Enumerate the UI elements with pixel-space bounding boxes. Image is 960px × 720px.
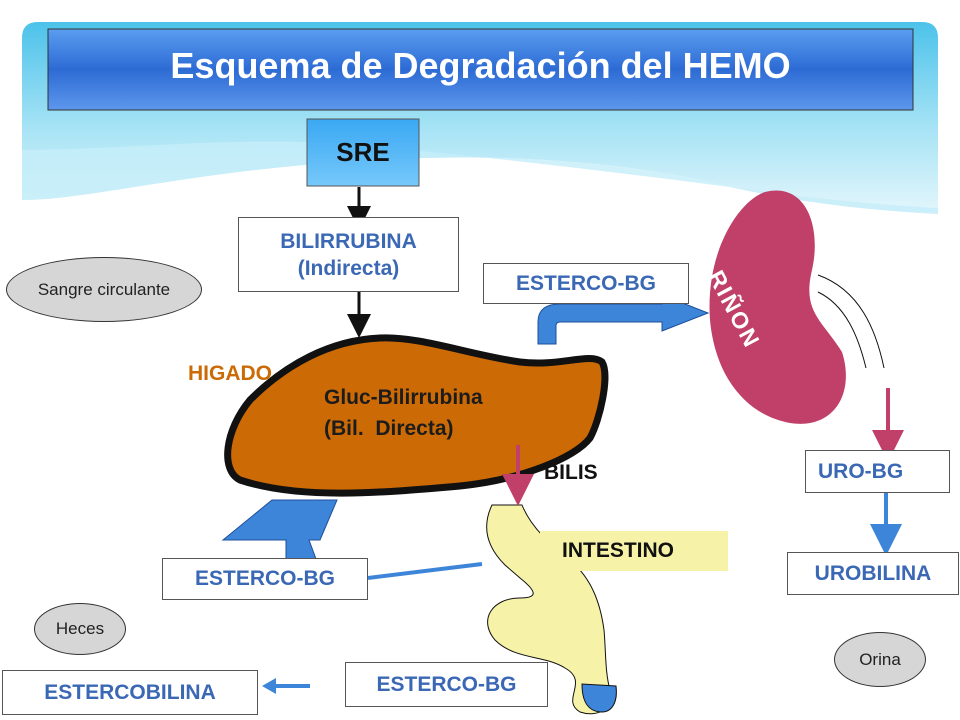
sangre-circulante-ellipse: Sangre circulante [6,257,202,322]
liver-shape [224,334,609,497]
heces-ellipse: Heces [34,603,126,655]
esterco-bg-box-left: ESTERCO-BG [162,558,368,600]
intestino-label: INTESTINO [562,539,675,562]
kidney-shape [709,190,846,424]
bilirrubina-box: BILIRRUBINA (Indirecta) [238,217,459,292]
title-bar [47,28,914,111]
bilis-label: BILIS [544,461,598,484]
urobilina-box: UROBILINA [787,552,959,595]
arrow-intestine-to-esterco [367,562,483,580]
page-title: Esquema de Degradación del HEMO [170,45,791,86]
gluc-bilirrubina-label: Gluc-Bilirrubina [324,386,483,409]
arrow-liver-to-kidney [537,294,710,345]
sre-label: SRE [336,137,390,167]
higado-label: HIGADO [188,362,272,385]
intestine-shape [486,504,612,715]
ureter-line-inner [817,291,867,369]
bilirrubina-label: BILIRRUBINA [280,229,417,253]
sre-box [306,118,420,187]
bilirrubina-sub-label: (Indirecta) [297,256,400,280]
esterco-bg-box-bottom: ESTERCO-BG [345,662,548,707]
ureter-line-outer [817,274,885,369]
intestino-banner [540,531,728,571]
esterco-bg-box-top: ESTERCO-BG [483,263,689,304]
bil-directa-label: (Bil. Directa) [324,417,454,440]
arrow-to-estercobilina [262,678,310,694]
intestine-end [581,683,617,713]
estercobilina-box: ESTERCOBILINA [2,670,258,715]
orina-ellipse: Orina [834,632,926,687]
arrow-esterco-to-liver [221,499,338,568]
uro-bg-box: URO-BG [805,450,950,493]
